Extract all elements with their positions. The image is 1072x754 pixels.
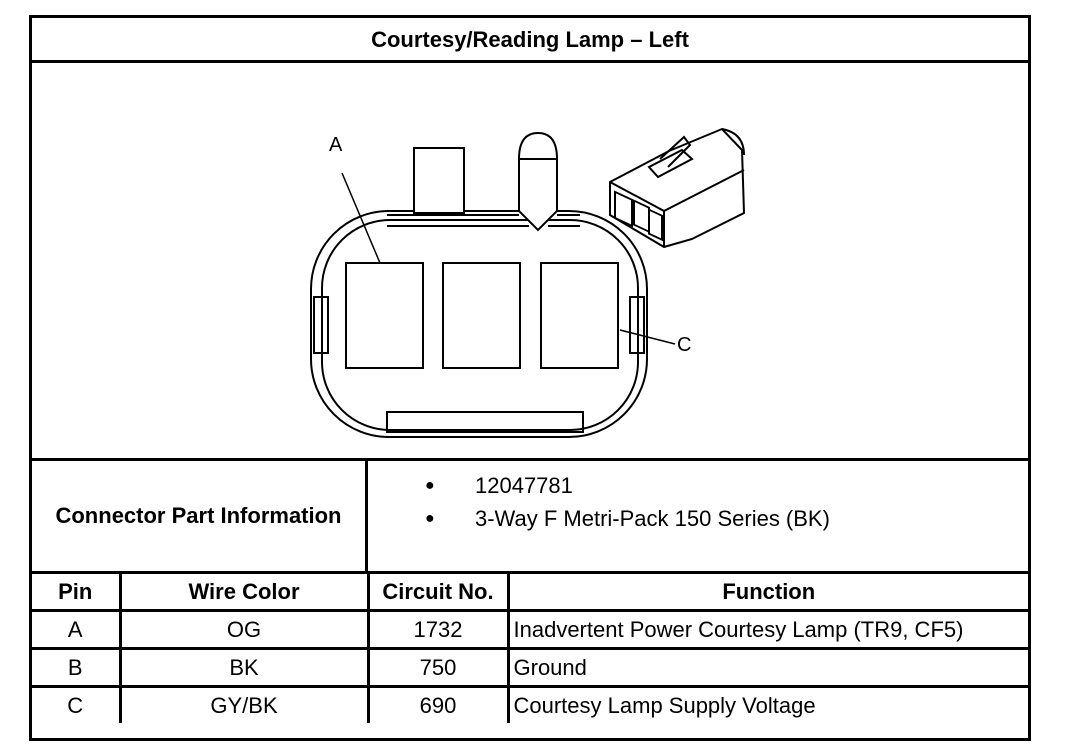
wire-color-cell: BK [118,647,370,688]
function-cell: Inadvertent Power Courtesy Lamp (TR9, CF… [506,609,1028,650]
circuit-cell: 690 [366,685,510,723]
connector-info-list: 12047781 3-Way F Metri-Pack 150 Series (… [372,469,830,535]
page-title: Courtesy/Reading Lamp – Left [32,18,1028,63]
part-number: 12047781 [372,469,830,502]
connector-info-label: Connector Part Information [32,461,368,571]
bottom-band [386,411,584,433]
connector-type: 3-Way F Metri-Pack 150 Series (BK) [372,502,830,535]
header-function: Function [506,574,1028,612]
cavity-a [345,262,424,369]
connector-info: Connector Part Information 12047781 3-Wa… [32,458,1028,574]
pin-table: Pin Wire Color Circuit No. Function A OG… [32,574,1028,723]
pin-cell: B [32,647,122,688]
cavity-c [540,262,619,369]
table-row: B BK 750 Ground [32,647,1028,688]
housing-inner [321,219,639,431]
wire-color-cell: OG [118,609,370,650]
circuit-cell: 750 [366,647,510,688]
connector-figure: A C [32,63,1028,458]
pin-cell: A [32,609,122,650]
connector-sheet: Courtesy/Reading Lamp – Left [29,15,1031,741]
latch [518,131,558,232]
function-cell: Ground [506,647,1028,688]
callout-c-label: C [677,334,692,356]
table-row: C GY/BK 690 Courtesy Lamp Supply Voltage [32,685,1028,723]
connector-face-icon [310,127,746,438]
function-cell: Courtesy Lamp Supply Voltage [506,685,1028,723]
right-notch [629,296,645,354]
connector-isometric-icon [609,127,746,249]
header-wire-color: Wire Color [118,574,370,612]
left-notch [313,296,329,354]
callout-line-c [619,329,676,345]
table-row: A OG 1732 Inadvertent Power Courtesy Lam… [32,609,1028,650]
cavity-b [442,262,521,369]
housing-outer [310,210,648,438]
wire-color-cell: GY/BK [118,685,370,723]
callout-a-label: A [329,134,343,156]
header-circuit-no: Circuit No. [366,574,510,612]
pin-table-header: Pin Wire Color Circuit No. Function [32,574,1028,612]
circuit-cell: 1732 [366,609,510,650]
key-tab [413,147,465,214]
pin-cell: C [32,685,122,723]
header-pin: Pin [32,574,122,612]
callout-line-a [341,172,381,264]
